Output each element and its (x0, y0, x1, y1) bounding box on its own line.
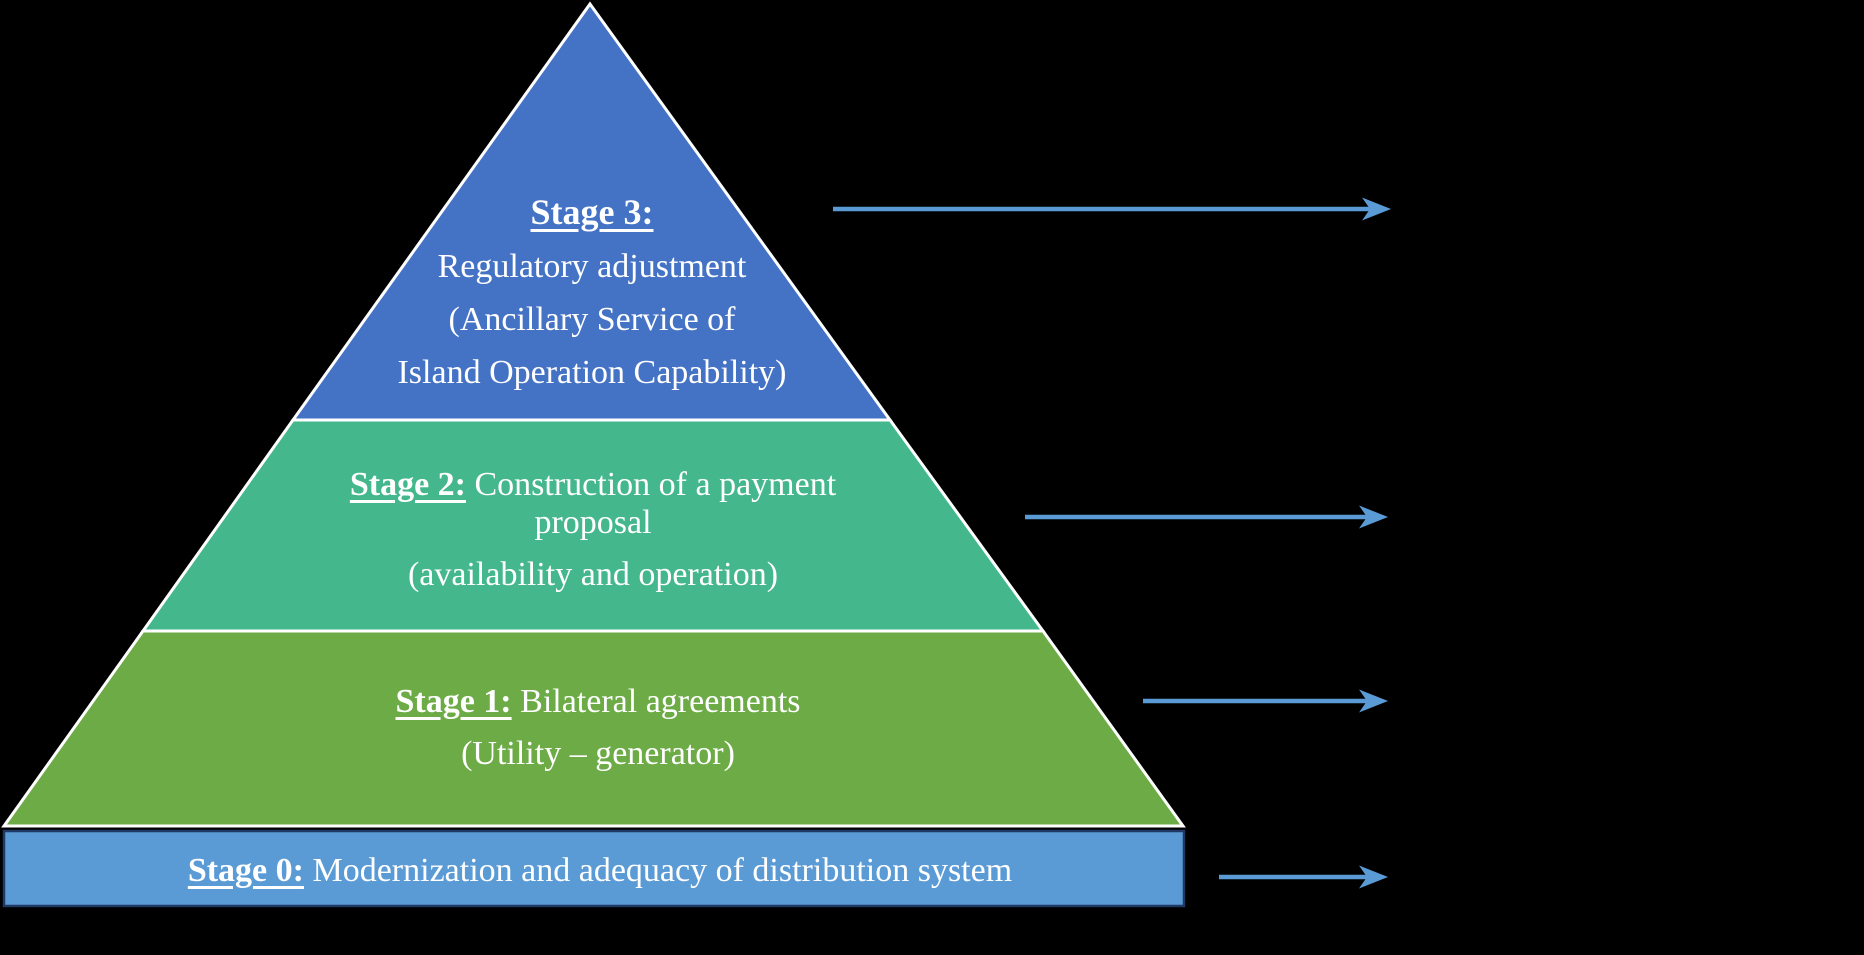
stage0-title: Modernization and adequacy of distributi… (303, 852, 1013, 889)
stage3-label: Stage 3: (530, 192, 654, 232)
stage2-subtitle: (availability and operation) (407, 556, 779, 593)
stage3-line-2: (Ancillary Service of (448, 301, 736, 338)
stage3-text-block: Stage 3: Regulatory adjustment (Ancillar… (292, 186, 892, 399)
stage1-label: Stage 1: (395, 683, 512, 720)
stage0-label: Stage 0: (187, 852, 304, 889)
stage3-line-1: Regulatory adjustment (437, 248, 747, 285)
stage0-bar (2, 829, 1186, 908)
stage2-right-arrow-icon (1025, 505, 1388, 529)
stage1-band (1, 629, 1186, 828)
stage1-title: Bilateral agreements (511, 683, 801, 720)
stage0-text-block: Stage 0: Modernization and adequacy of d… (10, 851, 1190, 891)
stage2-label: Stage 2: (349, 466, 466, 503)
stage1-text-block: Stage 1: Bilateral agreements (Utility –… (298, 676, 898, 780)
stage1-subtitle: (Utility – generator) (461, 735, 735, 772)
stage1-right-arrow-icon (1143, 689, 1388, 713)
stage3-right-arrow-icon (833, 197, 1391, 221)
stage2-title-wrap: proposal (534, 504, 652, 541)
stage3-line-3: Island Operation Capability) (397, 354, 787, 391)
stage2-text-block: Stage 2: Construction of a payment propo… (293, 466, 893, 594)
stage0-right-arrow-icon (1219, 865, 1388, 889)
stage2-title: Construction of a payment (466, 466, 837, 503)
